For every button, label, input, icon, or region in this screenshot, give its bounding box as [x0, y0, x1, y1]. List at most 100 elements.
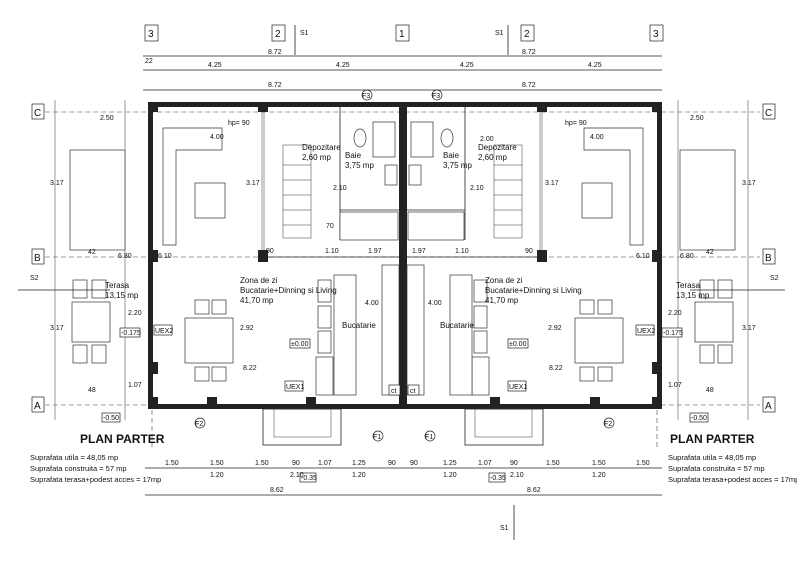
dim-label: 2.10	[333, 185, 347, 192]
grid-axes: C B A C B A	[31, 100, 776, 420]
axis-label: A	[765, 401, 772, 412]
dim-label: 48	[706, 387, 714, 394]
axis-label: 3	[148, 29, 154, 40]
dim-label: 1.10	[455, 248, 469, 255]
level-tag: -0.35	[490, 475, 506, 482]
dim-label: 2.20	[128, 310, 142, 317]
dim-label: 4.00	[428, 300, 442, 307]
dim-label: 2.10	[510, 472, 524, 479]
furniture	[69, 127, 736, 448]
dim-label: 3.17	[742, 325, 756, 332]
dim-label: 1.97	[368, 248, 382, 255]
room-name: Terasa	[105, 281, 130, 290]
dim-label: 1.07	[478, 460, 492, 467]
axis-label: B	[34, 253, 41, 264]
plan-title-left: PLAN PARTER Suprafata utila = 48,05 mp S…	[30, 432, 165, 484]
level-tag: -0.50	[691, 415, 707, 422]
dim-label: 1.10	[325, 248, 339, 255]
dimensions-bottom: 1.50 1.50 1.50 90 1.07 1.25 90 90 1.25 1…	[145, 460, 662, 496]
plan-title: PLAN PARTER	[80, 432, 165, 446]
dim-label: 4.25	[588, 62, 602, 69]
dim-label: 3.17	[50, 180, 64, 187]
note: Suprafata terasa+podest acces = 17mp	[30, 475, 161, 484]
door-tag: UEX2	[155, 328, 173, 335]
marker: F1	[373, 434, 381, 441]
note: Suprafata construita = 57 mp	[668, 464, 765, 473]
dim-label: 6.10	[636, 253, 650, 260]
dim-label: 4.00	[365, 300, 379, 307]
dim-label: 4.00	[210, 134, 224, 141]
axis-label: C	[34, 108, 41, 119]
dim-label: 48	[88, 387, 96, 394]
room-name: Depozitare	[302, 143, 341, 152]
dim-label: 1.07	[128, 382, 142, 389]
room-desc: Bucatarie+Dinning si Living	[485, 286, 582, 295]
dim-label: 1.25	[352, 460, 366, 467]
room-area: 2,60 mp	[302, 153, 331, 162]
dim-label: 90	[388, 460, 396, 467]
dim-label: 1.50	[210, 460, 224, 467]
dim-label: 70	[326, 223, 334, 230]
dim-label: 4.25	[208, 62, 222, 69]
dim-label: 3.17	[50, 325, 64, 332]
note: Suprafata terasa+podest acces = 17mp	[668, 475, 797, 484]
dimensions-top: 8.72 8.72 4.25 4.25 4.25 4.25 8.72 8.72 …	[143, 49, 662, 91]
dim-label: 1.50	[165, 460, 179, 467]
dim-label: 8.62	[527, 487, 541, 494]
dim-label: 90	[510, 460, 518, 467]
dim-label: 4.25	[336, 62, 350, 69]
dim-label: 90	[525, 248, 533, 255]
dim-label: 2.92	[240, 325, 254, 332]
dim-label: 90	[410, 460, 418, 467]
dim-label: 2.00	[480, 136, 494, 143]
axis-label: B	[765, 253, 772, 264]
axis-label: 1	[399, 29, 405, 40]
section-label: S1	[500, 525, 509, 532]
dim-label: 42	[88, 249, 96, 256]
room-name: Zona de zi	[485, 276, 523, 285]
room-area: 13,15 mp	[676, 291, 710, 300]
room-name: Baie	[443, 151, 460, 160]
hp-label: hp= 90	[565, 120, 587, 127]
tags: UEX2 UEX2 UEX1 UEX1 ct ct ±0.00 ±0.00 -0…	[18, 89, 785, 540]
dim-label: 1.07	[668, 382, 682, 389]
dim-label: 1.25	[443, 460, 457, 467]
marker: F2	[604, 421, 612, 428]
dim-label: 1.20	[210, 472, 224, 479]
room-area: 41,70 mp	[240, 296, 274, 305]
level-tag: ±0.00	[509, 341, 527, 348]
room-name: Zona de zi	[240, 276, 278, 285]
dim-label: 1.50	[255, 460, 269, 467]
dim-label: 90	[266, 248, 274, 255]
dim-label: 1.20	[443, 472, 457, 479]
marker: F2	[195, 421, 203, 428]
dim-label: 8.62	[270, 487, 284, 494]
axis-label: 2	[275, 29, 281, 40]
room-area: 13,15 mp	[105, 291, 139, 300]
dim-label: 8.72	[522, 82, 536, 89]
dim-label: 8.72	[268, 82, 282, 89]
dim-label: 4.25	[460, 62, 474, 69]
room-name: Terasa	[676, 281, 701, 290]
dim-label: 2.92	[548, 325, 562, 332]
axis-label: A	[34, 401, 41, 412]
dim-label: 1.20	[592, 472, 606, 479]
room-area: 2,60 mp	[478, 153, 507, 162]
dim-label: 1.50	[592, 460, 606, 467]
dim-label: 6.80	[118, 253, 132, 260]
level-tag: -0.175	[663, 330, 683, 337]
note: Suprafata construita = 57 mp	[30, 464, 127, 473]
note: Suprafata utila = 48,05 mp	[668, 453, 756, 462]
room-name: Baie	[345, 151, 362, 160]
walls	[148, 102, 662, 409]
section-label: S2	[770, 275, 779, 282]
dim-label: 2.10	[290, 472, 304, 479]
level-tag: ±0.00	[291, 341, 309, 348]
marker: F3	[362, 93, 370, 100]
dim-label: 42	[706, 249, 714, 256]
dim-label: 2.50	[100, 115, 114, 122]
dimensions-interior: 4.00 4.00 3.17 3.17 3.17 3.17 3.17 3.17 …	[50, 115, 756, 394]
room-labels: Depozitare 2,60 mp Baie 3,75 mp Baie 3,7…	[105, 143, 710, 330]
marker: F1	[425, 434, 433, 441]
